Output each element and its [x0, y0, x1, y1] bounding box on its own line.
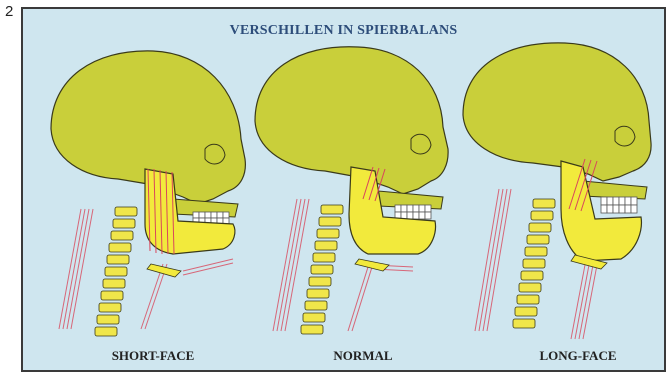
figure-number: 2: [5, 3, 13, 20]
skull-illustrations: [23, 9, 668, 374]
label-short-face: SHORT-FACE: [78, 348, 228, 364]
normal-skull: [255, 47, 448, 334]
long-face-spine: [513, 199, 555, 328]
label-normal: NORMAL: [288, 348, 438, 364]
diagram-panel: VERSCHILLEN IN SPIERBALANS: [21, 7, 666, 372]
short-face-spine: [95, 207, 137, 336]
normal-spine: [301, 205, 343, 334]
short-face-skull: [51, 51, 245, 336]
long-face-skull: [463, 43, 651, 339]
label-long-face: LONG-FACE: [503, 348, 653, 364]
long-face-cranium: [463, 43, 651, 181]
